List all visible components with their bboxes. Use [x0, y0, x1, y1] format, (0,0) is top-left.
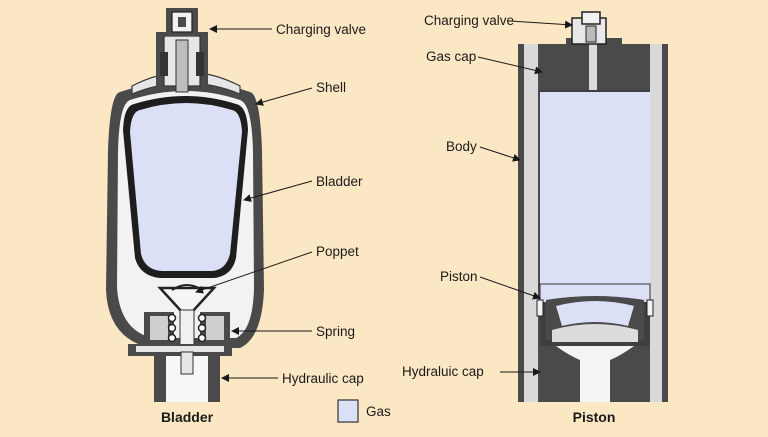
legend-gas-swatch	[337, 399, 359, 423]
piston-gas-chamber	[540, 92, 650, 284]
bladder-gas	[130, 103, 242, 271]
piston-label-hydraulic-cap: Hydraluic cap	[402, 364, 484, 379]
bladder-accumulator: Charging valve Shell Bladder Poppet Spri…	[106, 8, 366, 425]
bladder-leader-lines	[195, 25, 313, 382]
piston-caption: Piston	[573, 409, 616, 425]
bladder-label-hydraulic-cap: Hydraulic cap	[282, 371, 364, 386]
legend: Gas	[337, 399, 391, 423]
piston-label-gas-cap: Gas cap	[426, 49, 476, 64]
legend-gas-label: Gas	[366, 404, 391, 419]
piston-label-piston: Piston	[440, 269, 478, 284]
bladder-label-poppet: Poppet	[316, 244, 359, 259]
piston	[536, 283, 654, 342]
piston-accumulator: Charging valve Gas cap Body Piston Hydra…	[402, 11, 668, 425]
bladder-caption: Bladder	[161, 409, 214, 425]
bladder-charging-valve	[156, 8, 208, 93]
spring-assembly	[144, 309, 230, 351]
piston-hydraulic-cap	[540, 346, 650, 402]
piston-label-body: Body	[446, 139, 477, 154]
bladder-hydraulic-cap	[128, 344, 232, 402]
bladder-label-spring: Spring	[316, 324, 355, 339]
bladder-label-shell: Shell	[316, 80, 346, 95]
bladder-label-bladder: Bladder	[316, 174, 363, 189]
piston-label-charging-valve: Charging valve	[424, 13, 514, 28]
piston-gas-cap	[540, 38, 650, 90]
piston-charging-valve	[571, 11, 607, 45]
bladder-label-charging-valve: Charging valve	[276, 22, 366, 37]
piston-leader-lines	[477, 20, 573, 376]
